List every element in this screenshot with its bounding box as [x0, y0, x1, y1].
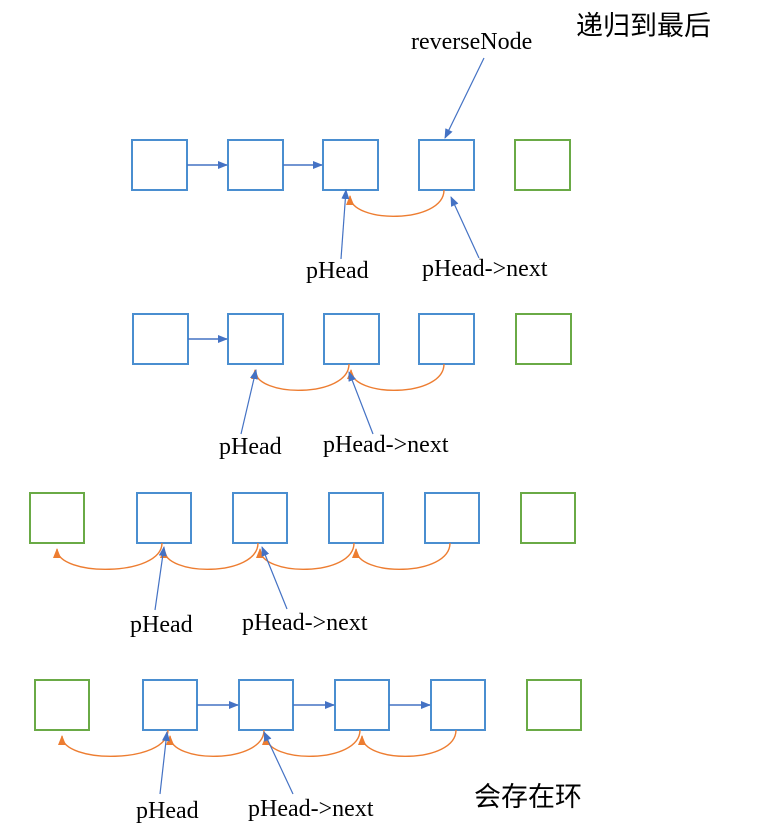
row-2-phead-next-label: pHead->next	[323, 432, 449, 458]
row-1-node-1-blue	[131, 139, 188, 191]
row-1-phead-label: pHead	[306, 258, 369, 284]
row-3-node-6-green	[520, 492, 576, 544]
row-1-node-3-blue	[322, 139, 379, 191]
row-4-phead-next-label: pHead->next	[248, 796, 374, 822]
reverse-node-pointer	[444, 57, 485, 139]
reverse-node-label: reverseNode	[411, 29, 532, 55]
row-1-phead-next-label: pHead->next	[422, 256, 548, 282]
row-4-node-3-blue	[238, 679, 294, 731]
row-1-node-5-green	[514, 139, 571, 191]
row-2-node-2-blue	[227, 313, 284, 365]
row-3-reverse-arrow-3-2	[160, 542, 259, 570]
row-4-node-5-blue	[430, 679, 486, 731]
row-1-reverse-arrow-4-3	[346, 189, 445, 217]
row-3-reverse-arrow-2-1	[53, 542, 163, 570]
row-2-node-1-blue	[132, 313, 189, 365]
row-4-reverse-arrow-3-2	[166, 729, 265, 757]
row-3-reverse-arrow-5-4	[352, 542, 451, 570]
row-3-phead-next-label: pHead->next	[242, 610, 368, 636]
row-1-phead-next-pointer	[450, 196, 480, 259]
row-2: pHead pHead->next	[219, 432, 449, 460]
row-4: pHead pHead->next	[136, 796, 374, 824]
row-2-node-3-blue	[323, 313, 380, 365]
row-3-phead-pointer	[154, 546, 167, 611]
row-3-node-2-blue	[136, 492, 192, 544]
row-4-node-4-blue	[334, 679, 390, 731]
row-3-phead-next-pointer	[261, 546, 288, 610]
row-2-phead-next-pointer	[348, 371, 374, 435]
row-1-node-2-blue	[227, 139, 284, 191]
row-3: pHead pHead->next	[130, 610, 368, 638]
row-2-phead-label: pHead	[219, 434, 282, 460]
row-4-phead-next-pointer	[263, 731, 294, 795]
row-3-phead-label: pHead	[130, 612, 193, 638]
row-3-node-5-blue	[424, 492, 480, 544]
row-2-reverse-arrow-4-3	[347, 363, 445, 391]
row-2-node-5-green	[515, 313, 572, 365]
row-4-phead-pointer	[159, 731, 170, 795]
row-1: pHead pHead->next	[306, 256, 548, 284]
title-cycle-exists: 会存在环	[474, 782, 582, 813]
row-3-reverse-arrow-4-3	[256, 542, 355, 570]
row-2-phead-pointer	[240, 369, 258, 435]
row-4-reverse-arrow-5-4	[358, 729, 457, 757]
row-1-node-4-blue	[418, 139, 475, 191]
row-4-reverse-arrow-4-3	[262, 729, 361, 757]
row-1-phead-pointer	[340, 189, 350, 260]
row-3-node-3-blue	[232, 492, 288, 544]
row-2-node-4-blue	[418, 313, 475, 365]
title-recurse-to-end: 递归到最后	[576, 11, 711, 42]
row-3-node-1-green	[29, 492, 85, 544]
row-2-reverse-arrow-3-2	[251, 363, 350, 391]
row-4-reverse-arrow-2-1	[58, 729, 169, 757]
row-4-node-6-green	[526, 679, 582, 731]
row-4-node-1-green	[34, 679, 90, 731]
row-4-phead-label: pHead	[136, 798, 199, 824]
row-3-node-4-blue	[328, 492, 384, 544]
row-4-node-2-blue	[142, 679, 198, 731]
